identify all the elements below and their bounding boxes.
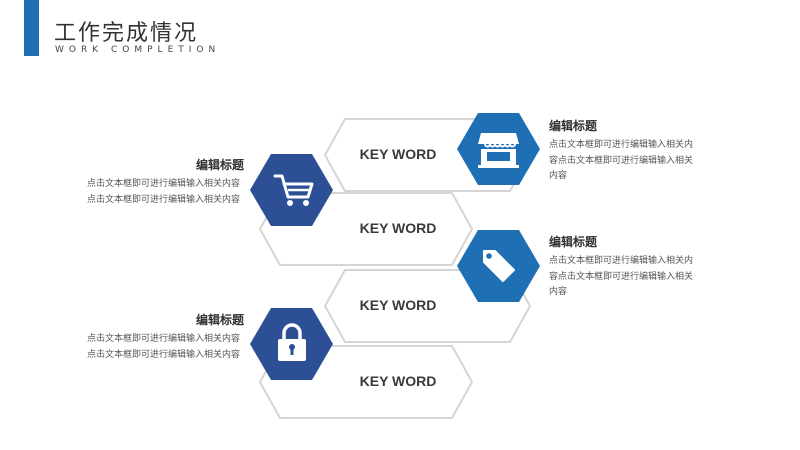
block-heading: 编辑标题 <box>195 313 244 327</box>
page-title: 工作完成情况 <box>54 21 199 46</box>
text-block-cart: 编辑标题 点击文本框即可进行编辑输入相关内容点击文本框即可进行编辑输入相关内容 <box>84 156 244 208</box>
keyword-label: KEY WORD <box>359 146 437 162</box>
keyword-label: KEY WORD <box>359 220 437 236</box>
text-block-lock: 编辑标题 点击文本框即可进行编辑输入相关内容点击文本框即可进行编辑输入相关内容 <box>84 311 244 363</box>
block-heading: 编辑标题 <box>195 158 244 172</box>
lock-icon <box>250 308 333 380</box>
text-block-store: 编辑标题 点击文本框即可进行编辑输入相关内容点击文本框即可进行编辑输入相关内容 <box>549 117 709 185</box>
accent-bar <box>24 0 39 56</box>
block-text: 点击文本框即可进行编辑输入相关内容点击文本框即可进行编辑输入相关内容 <box>549 256 694 297</box>
keyword-label: KEY WORD <box>359 373 437 389</box>
text-block-tag: 编辑标题 点击文本框即可进行编辑输入相关内容点击文本框即可进行编辑输入相关内容 <box>549 233 709 301</box>
page-subtitle: WORK COMPLETION <box>55 45 221 55</box>
block-text: 点击文本框即可进行编辑输入相关内容点击文本框即可进行编辑输入相关内容 <box>86 179 240 205</box>
block-text: 点击文本框即可进行编辑输入相关内容点击文本框即可进行编辑输入相关内容 <box>86 334 240 360</box>
block-text: 点击文本框即可进行编辑输入相关内容点击文本框即可进行编辑输入相关内容 <box>549 140 694 181</box>
block-heading: 编辑标题 <box>549 119 598 133</box>
store-icon <box>457 113 540 185</box>
tag-icon <box>457 230 540 302</box>
keyword-label: KEY WORD <box>359 297 437 313</box>
block-heading: 编辑标题 <box>549 235 598 249</box>
cart-icon <box>250 154 333 226</box>
